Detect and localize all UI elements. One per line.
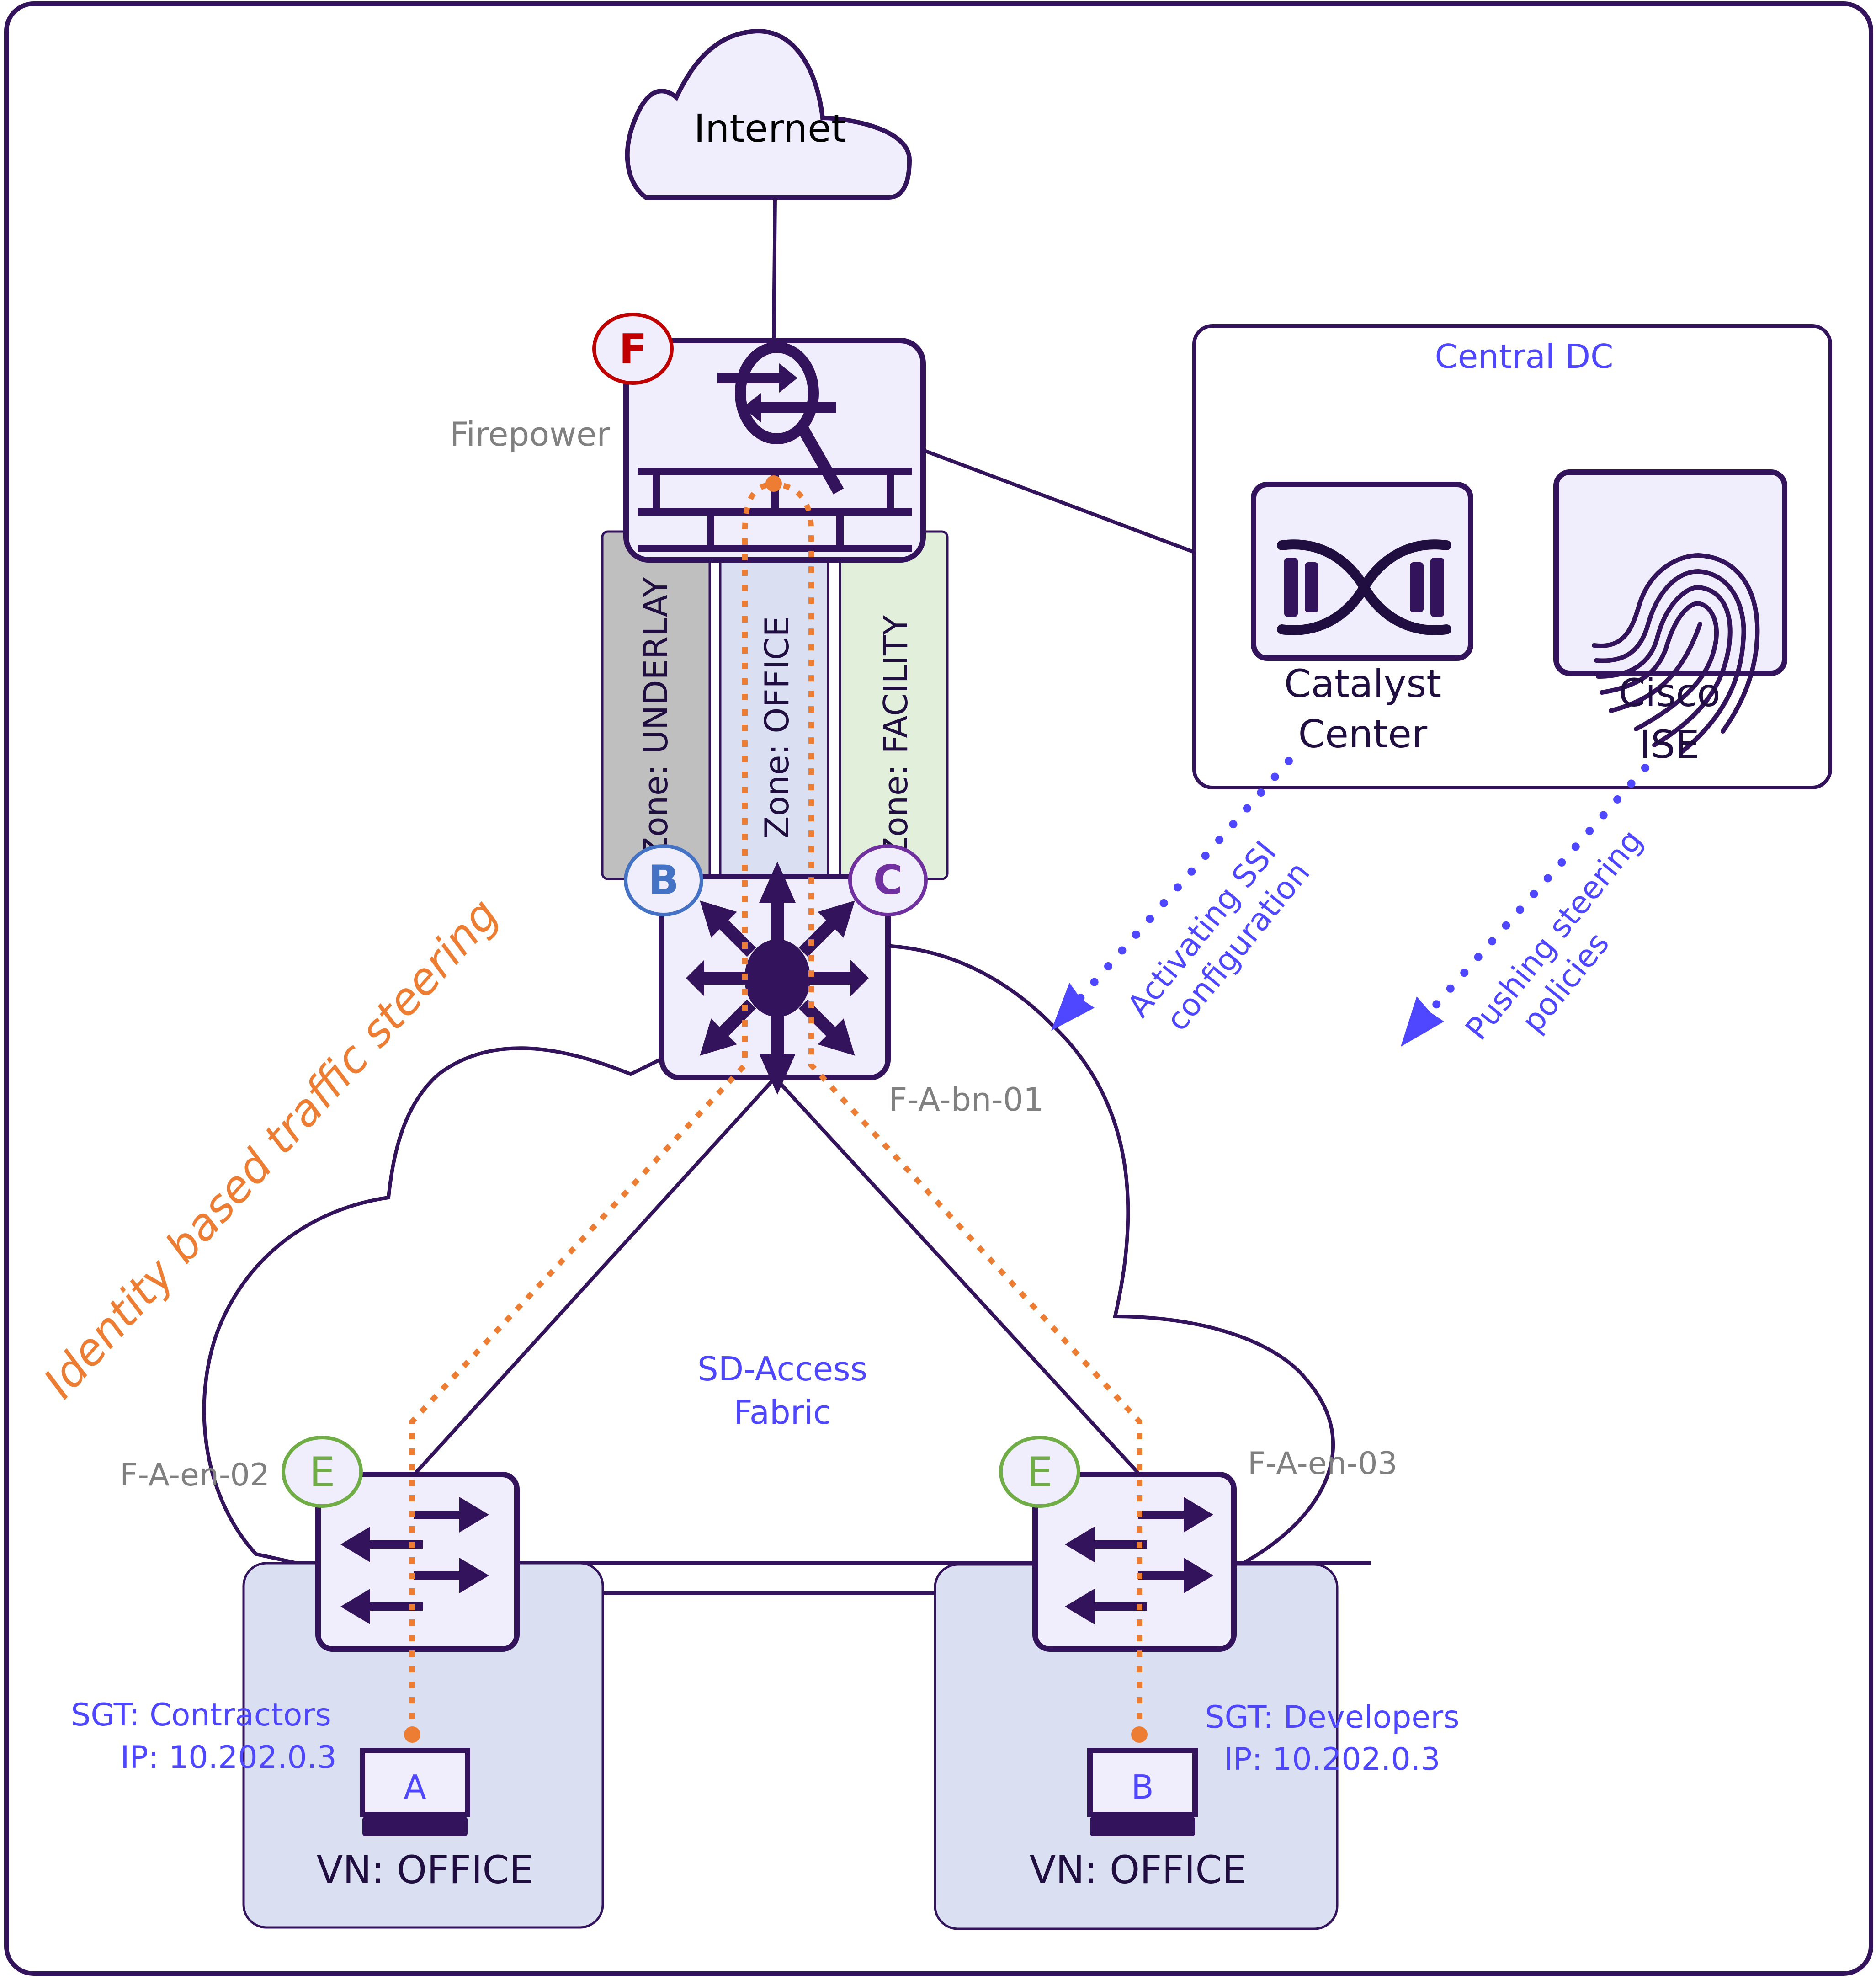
edge-right-vn: VN: OFFICE (1030, 1847, 1247, 1892)
laptop-b[interactable]: B (1087, 1748, 1198, 1836)
edge-left-badge: E (282, 1436, 363, 1508)
laptop-icon (362, 1817, 468, 1836)
link-border-edge-left (415, 1076, 776, 1474)
catalyst-label-2: Center (1298, 712, 1428, 756)
edge-right-sgt: SGT: Developers (1205, 1699, 1459, 1735)
zone-facility-label: Zone: FACILITY (877, 615, 915, 859)
firewall-brick-icon (638, 468, 912, 552)
source-dot-b (1131, 1726, 1148, 1743)
dna-helix-icon (1277, 539, 1451, 635)
svg-text:C: C (873, 857, 903, 904)
svg-text:F: F (619, 325, 647, 373)
push-policies-arrowhead (1401, 996, 1444, 1047)
central-dc-title: Central DC (1435, 337, 1614, 376)
zone-office-label: Zone: OFFICE (758, 616, 796, 839)
laptop-icon (1090, 1817, 1195, 1836)
firewall-inspection-dot (765, 475, 782, 492)
catalyst-center-node[interactable] (1251, 482, 1473, 661)
fingerprint-icon (1592, 553, 1760, 754)
link-firewall-dc (922, 448, 1195, 554)
edge-left-label: F-A-en-02 (120, 1457, 270, 1493)
switch-icon (340, 1497, 489, 1624)
laptop-a[interactable]: A (360, 1748, 470, 1836)
border-node-label: F-A-bn-01 (889, 1081, 1044, 1118)
push-policies-arrow (1417, 764, 1649, 1026)
internet-label: Internet (694, 106, 846, 151)
border-node[interactable] (659, 862, 891, 1095)
traffic-steering-path (404, 475, 1148, 1743)
svg-text:E: E (1027, 1448, 1053, 1496)
fabric-label-1: SD-Access (697, 1350, 867, 1388)
firewall-label: Firepower (450, 415, 610, 453)
ssi-config-arrow (1068, 757, 1293, 1012)
edge-node-right[interactable] (1032, 1472, 1237, 1652)
edge-right-badge: E (999, 1436, 1080, 1508)
svg-text:B: B (1131, 1768, 1153, 1806)
svg-text:A: A (404, 1768, 426, 1806)
ise-label-2: ISE (1639, 722, 1699, 767)
link-border-edge-right (774, 1076, 1139, 1474)
edge-left-ip: IP: 10.202.0.3 (120, 1740, 336, 1776)
border-badge-c: C (848, 844, 928, 916)
magnifier-icon (735, 342, 819, 444)
firewall-node[interactable] (623, 338, 926, 563)
border-router-icon (686, 862, 869, 1095)
cisco-ise-node[interactable] (1553, 469, 1787, 754)
edge-node-left[interactable] (315, 1472, 520, 1652)
svg-text:B: B (648, 857, 679, 904)
internet-cloud (625, 28, 912, 200)
link-internet-firewall (772, 197, 777, 341)
edge-left-vn: VN: OFFICE (317, 1847, 534, 1892)
firewall-badge: F (592, 313, 674, 385)
catalyst-label-1: Catalyst (1284, 661, 1441, 706)
source-dot-a (404, 1726, 420, 1743)
ise-label-1: Cisco (1618, 671, 1720, 715)
border-badge-b: B (624, 844, 703, 916)
edge-left-sgt: SGT: Contractors (71, 1697, 331, 1733)
edge-right-ip: IP: 10.202.0.3 (1224, 1741, 1440, 1778)
fabric-label-2: Fabric (733, 1393, 831, 1432)
zones: Zone: UNDERLAY Zone: OFFICE Zone: FACILI… (601, 530, 949, 880)
zone-underlay-label: Zone: UNDERLAY (637, 577, 675, 859)
switch-icon (1065, 1497, 1213, 1624)
ssi-config-arrowhead (1051, 983, 1095, 1031)
svg-text:E: E (309, 1448, 335, 1496)
edge-right-label: F-A-en-03 (1248, 1446, 1398, 1482)
